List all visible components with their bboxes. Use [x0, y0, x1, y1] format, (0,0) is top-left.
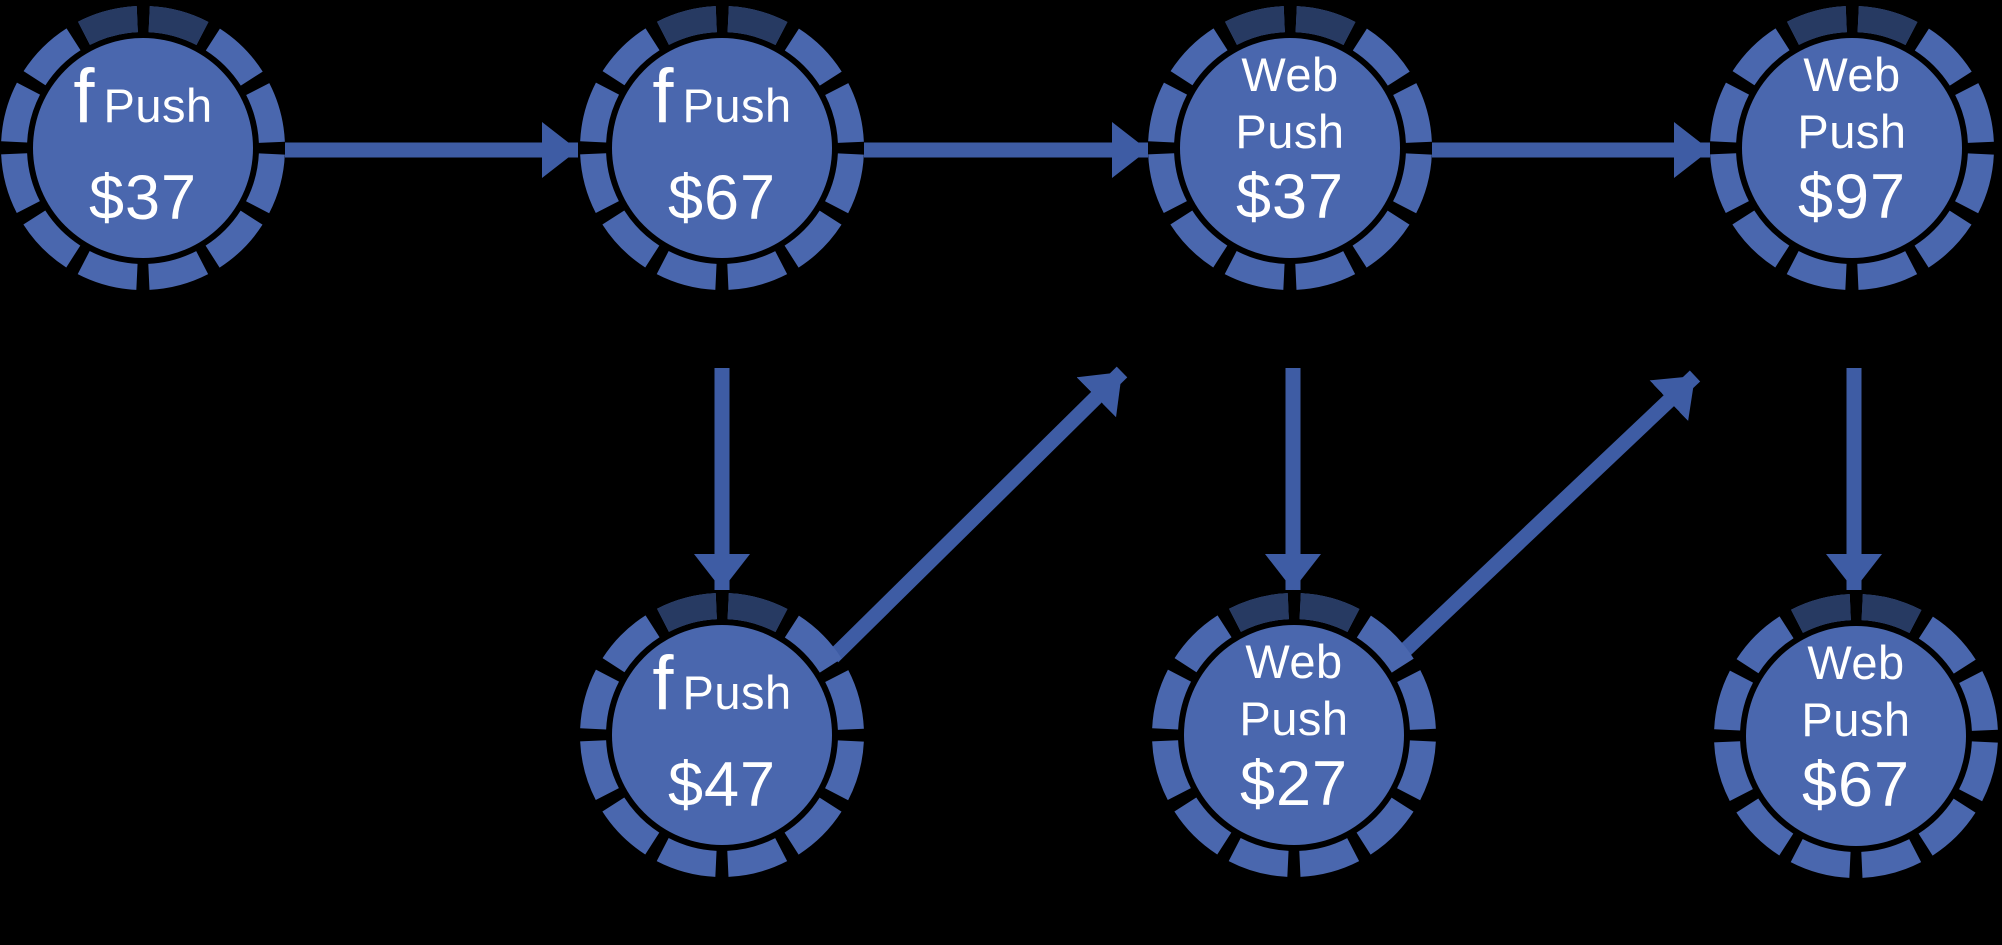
facebook-f-icon: f	[652, 53, 674, 139]
node-bottom-2: Web Push $27	[1151, 592, 1437, 878]
arrow-bottom-1-to-top-3	[827, 366, 1128, 663]
node-word: Web	[1807, 636, 1905, 689]
facebook-f-icon: f	[652, 640, 674, 726]
node-price: $97	[1797, 162, 1907, 232]
node-top-3: Web Push $37	[1147, 5, 1433, 291]
node-bottom-3: Web Push $67	[1713, 593, 1999, 879]
node-price: $37	[1235, 162, 1345, 232]
node-word: Push	[1235, 105, 1345, 158]
node-price: $47	[667, 749, 777, 820]
facebook-f-icon: f	[73, 53, 95, 139]
node-word: Push	[103, 78, 213, 132]
node-price: $67	[667, 162, 777, 233]
node-word: Push	[1797, 105, 1907, 158]
node-price: $67	[1801, 750, 1911, 820]
arrow-bottom-2-to-top-4	[1394, 370, 1701, 661]
node-word: Web	[1241, 48, 1339, 101]
node-word: Push	[1239, 692, 1349, 745]
node-word: Push	[682, 78, 792, 132]
node-price: $27	[1239, 749, 1349, 819]
node-word: Web	[1245, 635, 1343, 688]
node-word: Web	[1803, 48, 1901, 101]
node-price: $37	[88, 162, 198, 233]
node-word: Push	[682, 665, 792, 719]
node-word: Push	[1801, 693, 1911, 746]
node-top-4: Web Push $97	[1709, 5, 1995, 291]
